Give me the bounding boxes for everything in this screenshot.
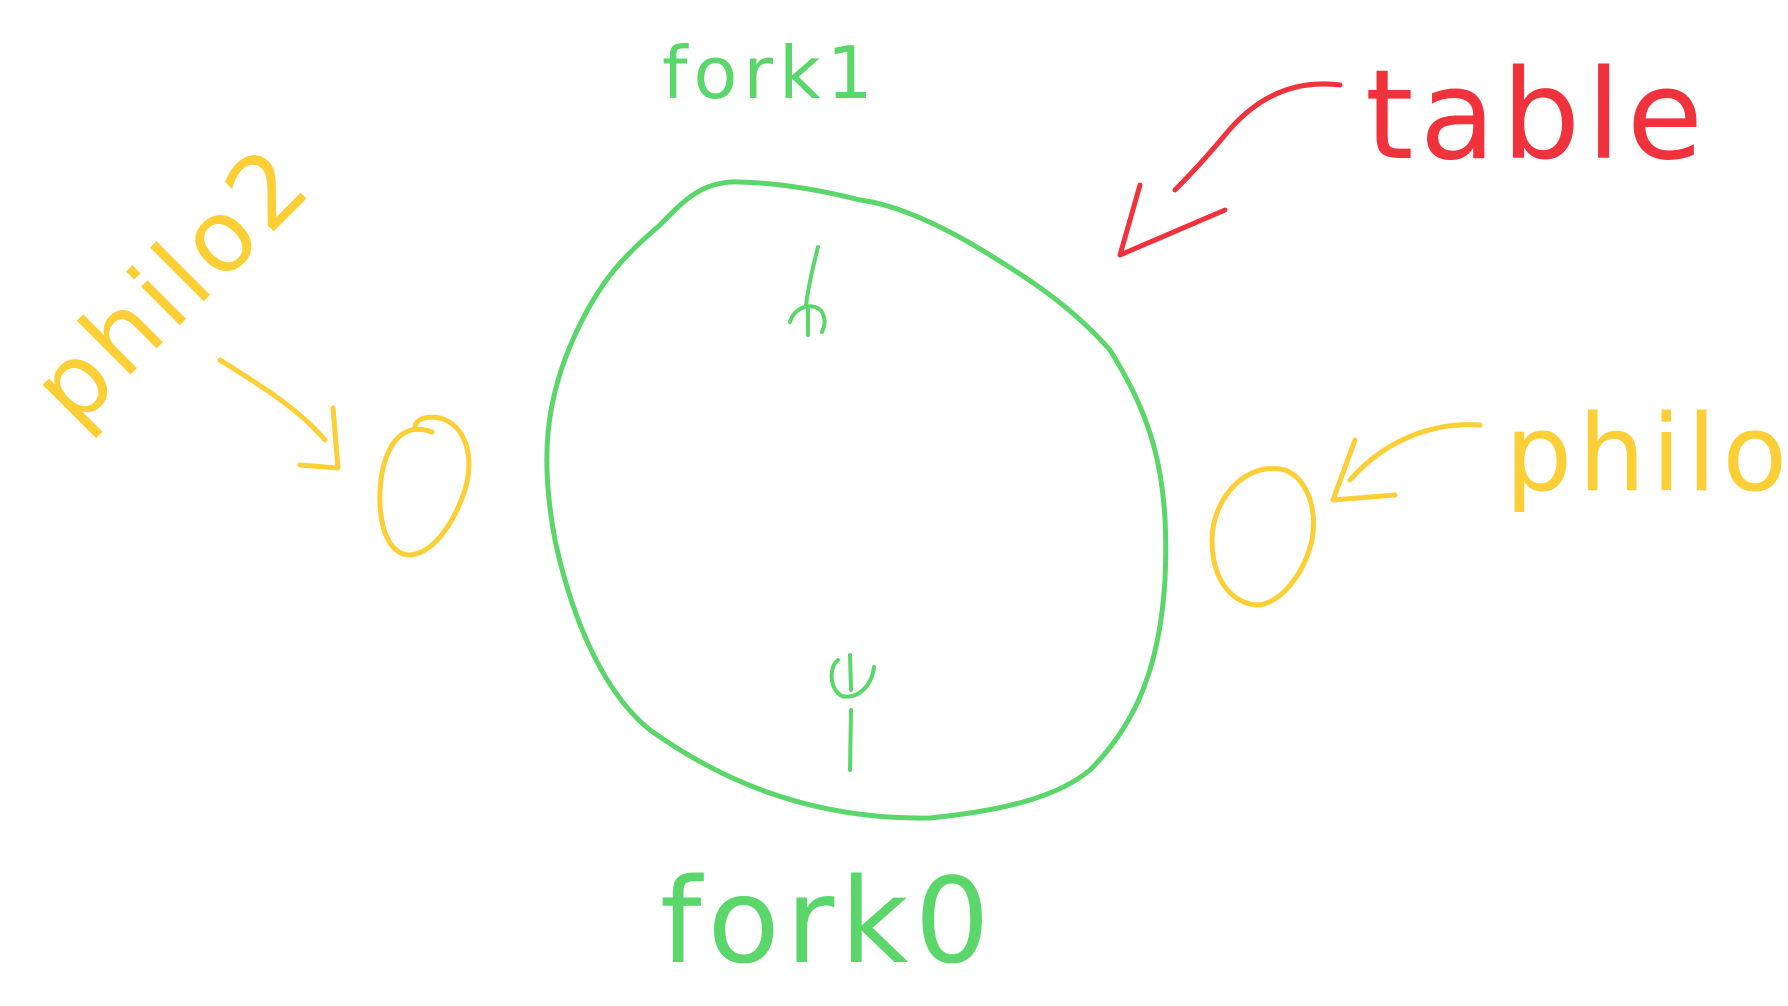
fork-icon [788, 245, 827, 337]
philo2-plate [377, 414, 472, 558]
fork-icon [829, 653, 876, 772]
fork1-label: fork1 [662, 31, 879, 115]
fork0-label: fork0 [660, 852, 996, 990]
table-label: table [1365, 44, 1709, 188]
arrow-philo1 [1330, 422, 1483, 503]
table-circle [544, 179, 1169, 821]
philo1-label: philo1 [1505, 392, 1788, 515]
arrow-table [1117, 81, 1343, 258]
philo2-label: philo2 [9, 122, 334, 447]
philo1-plate [1209, 466, 1316, 608]
arrow-philo2 [217, 357, 341, 471]
